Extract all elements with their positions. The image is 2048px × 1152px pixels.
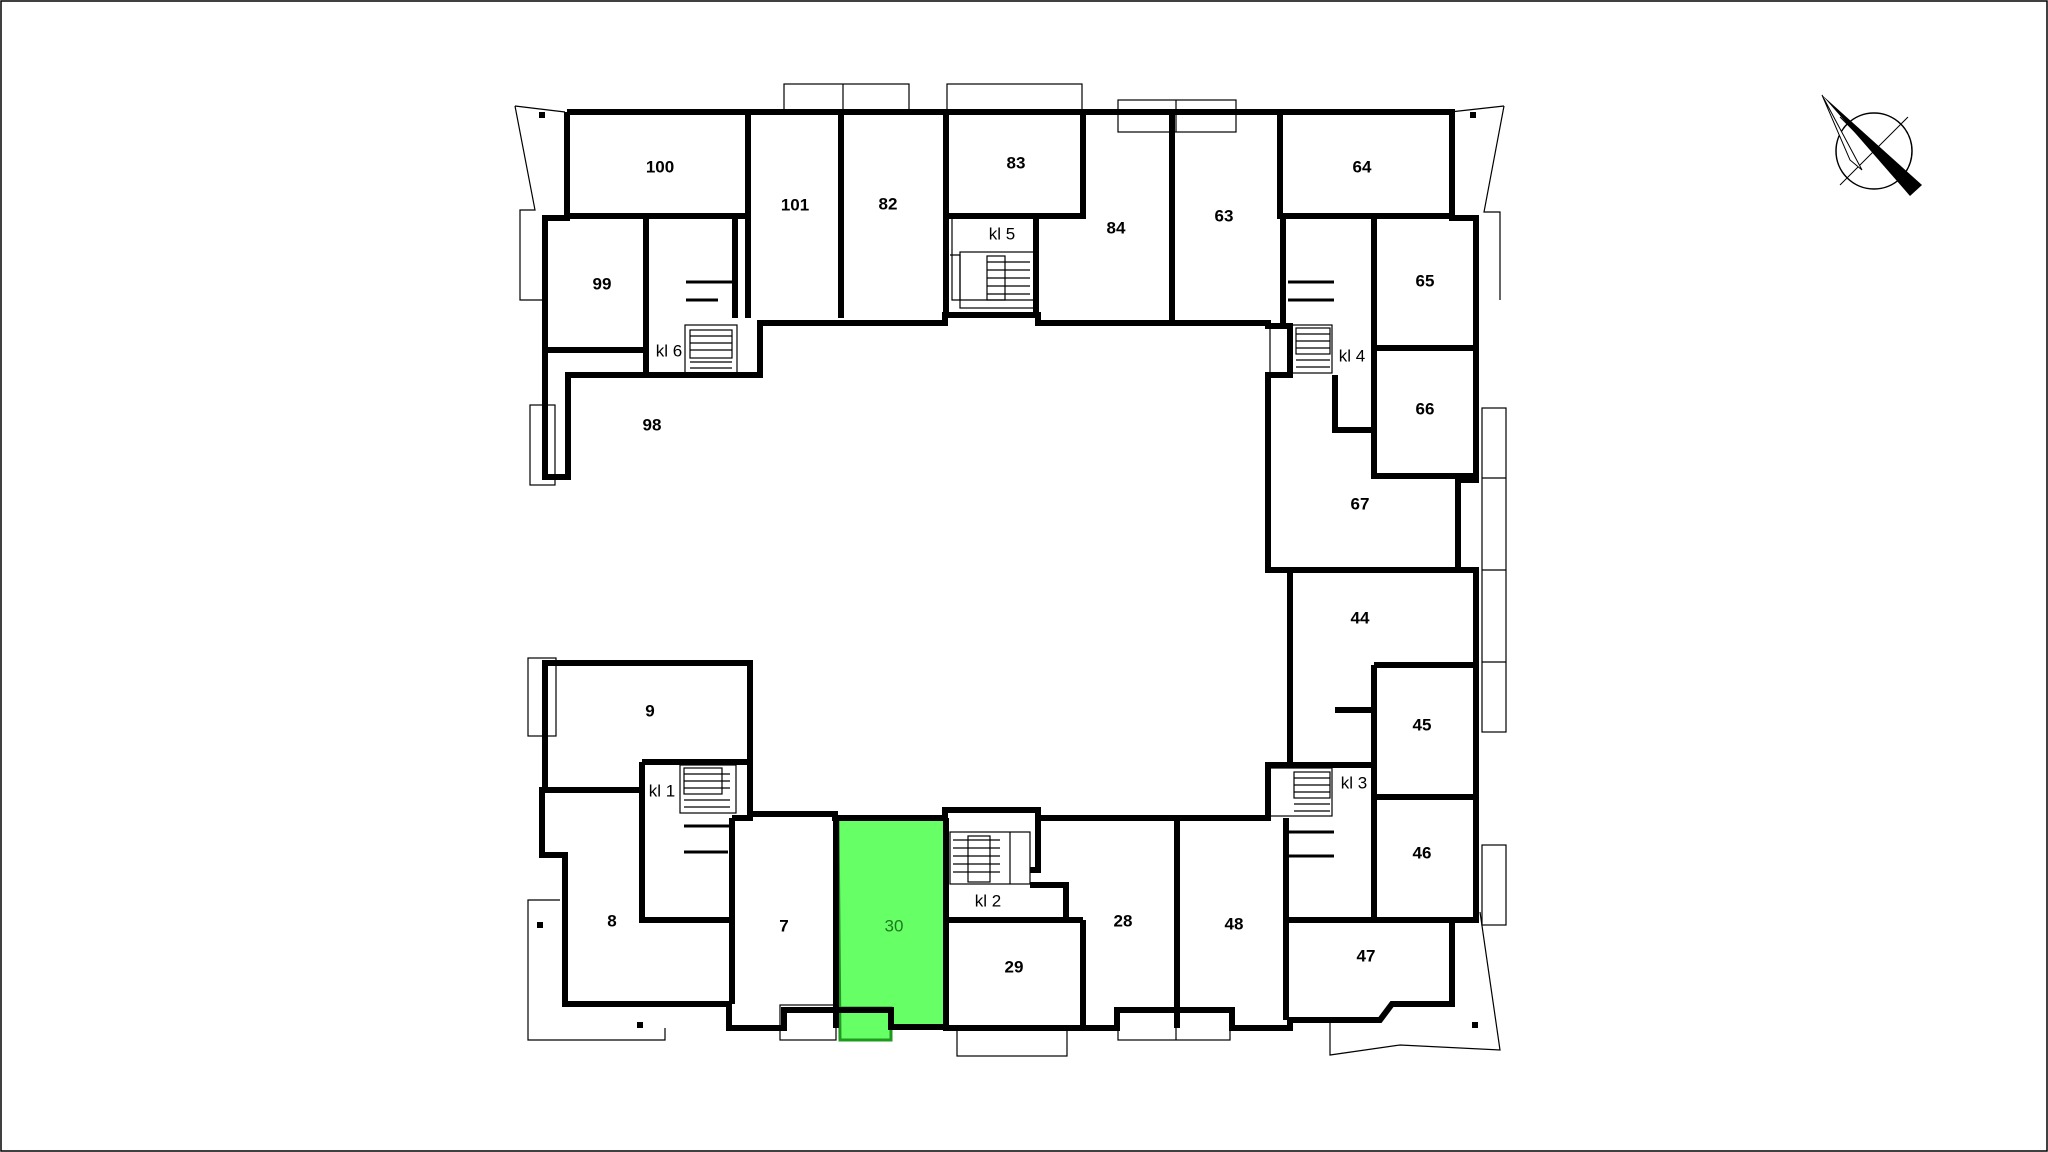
- stair-label-kl5: kl 5: [989, 224, 1015, 243]
- stair-label-kl3: kl 3: [1341, 773, 1367, 792]
- unit-label-8[interactable]: 8: [607, 911, 616, 930]
- stair-kl2-drawing: [949, 831, 1031, 885]
- corner-markers: [537, 112, 1478, 1028]
- unit-label-48[interactable]: 48: [1225, 914, 1244, 933]
- unit-label-63[interactable]: 63: [1215, 206, 1234, 225]
- unit-label-29[interactable]: 29: [1005, 957, 1024, 976]
- unit-label-101[interactable]: 101: [781, 195, 809, 214]
- unit-label-83[interactable]: 83: [1007, 153, 1026, 172]
- unit-label-47[interactable]: 47: [1357, 946, 1376, 965]
- unit-label-46[interactable]: 46: [1413, 843, 1432, 862]
- stair-kl5-drawing: [950, 251, 1037, 309]
- unit-label-100[interactable]: 100: [646, 157, 674, 176]
- stair-label-kl2: kl 2: [975, 891, 1001, 910]
- stair-label-kl4: kl 4: [1339, 346, 1365, 365]
- unit-labels: 100 101 82 83 84 63 64 99 98 65 66 67 44…: [593, 153, 1435, 976]
- unit-label-64[interactable]: 64: [1353, 157, 1372, 176]
- unit-label-65[interactable]: 65: [1416, 271, 1435, 290]
- stair-kl1-drawing: [679, 764, 737, 854]
- unit-label-44[interactable]: 44: [1351, 608, 1370, 627]
- north-arrow-icon: [1821, 94, 1922, 196]
- unit-label-7[interactable]: 7: [779, 916, 788, 935]
- unit-label-66[interactable]: 66: [1416, 399, 1435, 418]
- unit-label-82[interactable]: 82: [879, 194, 898, 213]
- unit-label-30[interactable]: 30: [885, 916, 904, 935]
- unit-label-99[interactable]: 99: [593, 274, 612, 293]
- unit-label-9[interactable]: 9: [645, 701, 654, 720]
- exterior-walls: [539, 109, 1479, 1031]
- stair-kl3-drawing: [1269, 767, 1334, 858]
- unit-label-28[interactable]: 28: [1114, 911, 1133, 930]
- unit-label-67[interactable]: 67: [1351, 494, 1370, 513]
- stairwells: [679, 251, 1334, 885]
- unit-label-98[interactable]: 98: [643, 415, 662, 434]
- stair-label-kl6: kl 6: [656, 341, 682, 360]
- interior-walls: [545, 112, 1476, 1028]
- stair-labels: kl 5 kl 6 kl 4 kl 1 kl 3 kl 2: [649, 224, 1367, 910]
- unit-label-45[interactable]: 45: [1413, 715, 1432, 734]
- stair-kl4-drawing: [1269, 280, 1334, 374]
- unit-label-84[interactable]: 84: [1107, 218, 1126, 237]
- stair-label-kl1: kl 1: [649, 781, 675, 800]
- stair-kl6-drawing: [684, 280, 738, 374]
